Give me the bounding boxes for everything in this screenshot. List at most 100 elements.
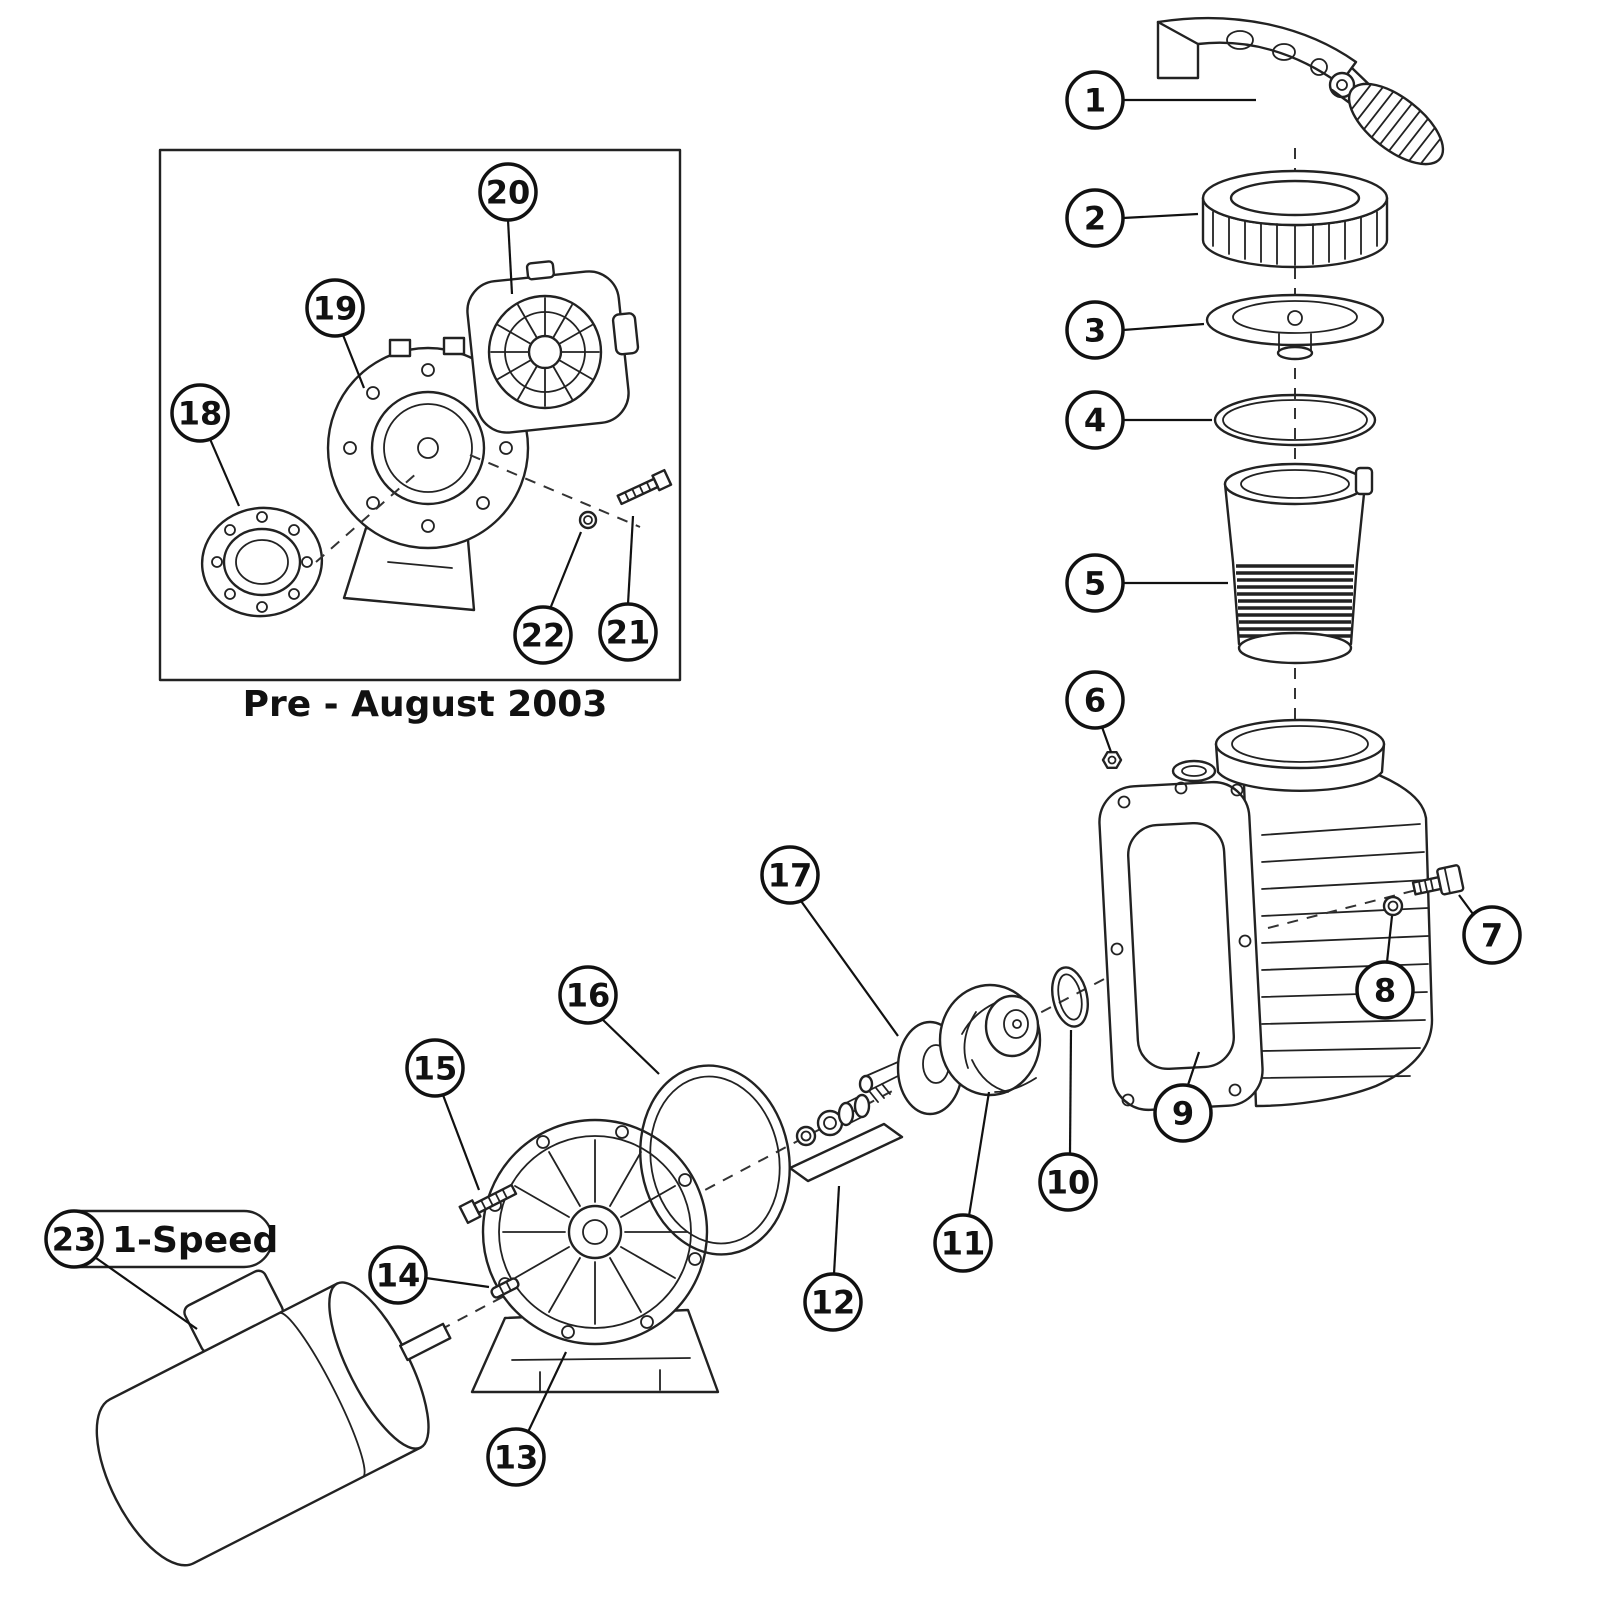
- callout-circle-4: [1065, 390, 1125, 450]
- callout-number-15: 15: [413, 1050, 458, 1088]
- callout-leader-17: [800, 900, 899, 1037]
- callout-leader-23: [95, 1257, 198, 1330]
- callout-leader-2: [1122, 212, 1199, 220]
- callout-18: 18: [170, 383, 241, 507]
- inset-label: Pre - August 2003: [243, 684, 608, 725]
- part-18-flange-pre2003: [200, 506, 324, 618]
- callout-number-9: 9: [1172, 1095, 1194, 1133]
- callout-number-3: 3: [1084, 312, 1106, 350]
- part-1-clamp-handle: [1156, 16, 1445, 166]
- callout-circle-3: [1065, 300, 1125, 360]
- part-2-lock-ring: [1201, 169, 1389, 269]
- callout-11: 11: [933, 1091, 993, 1273]
- callout-20: 20: [478, 162, 538, 295]
- callout-number-13: 13: [494, 1439, 539, 1477]
- callout-leader-18: [208, 438, 241, 507]
- callout-23: 23: [44, 1209, 198, 1330]
- callout-number-14: 14: [376, 1257, 421, 1295]
- callout-9: 9: [1153, 1051, 1213, 1143]
- part-4-lid-oring: [1213, 393, 1377, 447]
- callout-number-7: 7: [1481, 917, 1503, 955]
- callout-16: 16: [558, 965, 660, 1075]
- callout-12: 12: [803, 1185, 863, 1332]
- callout-17: 17: [760, 845, 899, 1037]
- callout-number-10: 10: [1046, 1164, 1091, 1202]
- callout-number-6: 6: [1084, 682, 1106, 720]
- part-7-drain-plug: [1411, 864, 1465, 896]
- callout-leader-10: [1068, 1029, 1073, 1155]
- callout-circle-14: [368, 1245, 428, 1305]
- callout-6: 6: [1065, 670, 1125, 753]
- callout-number-17: 17: [768, 857, 813, 895]
- callout-circle-7: [1462, 905, 1522, 965]
- callout-14: 14: [368, 1245, 490, 1305]
- callout-19: 19: [305, 278, 366, 389]
- callout-number-11: 11: [941, 1225, 986, 1263]
- callout-leader-19: [341, 334, 366, 389]
- callout-3: 3: [1065, 300, 1205, 360]
- callout-leader-20: [506, 219, 514, 295]
- plug-axis-line: [1267, 885, 1433, 929]
- part-14-key: [490, 1277, 520, 1299]
- callout-4: 4: [1065, 390, 1212, 450]
- callout-leader-21: [626, 515, 635, 605]
- part-22-washer-pre2003: [578, 510, 598, 530]
- callout-number-12: 12: [811, 1284, 856, 1322]
- callout-circle-17: [760, 845, 820, 905]
- callout-number-18: 18: [178, 395, 223, 433]
- callout-circle-2: [1065, 188, 1125, 248]
- callout-1: 1: [1065, 70, 1256, 130]
- part-15-bolt: [458, 1183, 518, 1225]
- callout-leader-7: [1458, 894, 1474, 915]
- callout-number-2: 2: [1084, 200, 1106, 238]
- callout-circle-12: [803, 1272, 863, 1332]
- callout-number-8: 8: [1374, 972, 1396, 1010]
- callout-leader-3: [1122, 322, 1205, 332]
- callout-21: 21: [598, 515, 658, 662]
- callout-leader-13: [527, 1351, 567, 1433]
- callout-number-1: 1: [1084, 82, 1106, 120]
- callout-7: 7: [1458, 894, 1522, 965]
- callout-leader-11: [967, 1091, 991, 1217]
- callout-leader-6: [1100, 726, 1113, 753]
- part-16-gasket: [639, 1064, 791, 1256]
- part-10-oring: [1051, 966, 1089, 1028]
- callout-number-5: 5: [1084, 565, 1106, 603]
- part-3-lid: [1205, 293, 1385, 361]
- callout-circle-19: [305, 278, 365, 338]
- callout-leader-14: [425, 1276, 490, 1289]
- speed-label: 1-Speed: [112, 1220, 278, 1261]
- callout-leader-12: [832, 1185, 841, 1275]
- callout-circle-21: [598, 602, 658, 662]
- callout-leader-22: [548, 531, 583, 610]
- part-23-motor: [95, 1269, 452, 1567]
- callout-circle-20: [478, 162, 538, 222]
- callout-circle-18: [170, 383, 230, 443]
- callout-circle-22: [513, 605, 573, 665]
- callout-number-16: 16: [566, 977, 611, 1015]
- callout-circle-8: [1355, 960, 1415, 1020]
- callout-8: 8: [1355, 915, 1415, 1020]
- callout-circle-16: [558, 965, 618, 1025]
- part-11-impeller: [938, 983, 1042, 1097]
- callout-circle-6: [1065, 670, 1125, 730]
- callout-number-19: 19: [313, 290, 358, 328]
- callout-number-20: 20: [486, 174, 531, 212]
- callout-15: 15: [405, 1038, 481, 1191]
- callout-circle-10: [1038, 1152, 1098, 1212]
- callout-10: 10: [1038, 1029, 1098, 1212]
- callout-22: 22: [513, 531, 583, 665]
- inset-axis-lines: [315, 454, 641, 563]
- callout-circle-5: [1065, 553, 1125, 613]
- part-5-strainer-basket: [1223, 462, 1374, 665]
- callout-leader-8: [1385, 915, 1394, 963]
- callout-leader-9: [1186, 1051, 1201, 1086]
- callout-circle-1: [1065, 70, 1125, 130]
- callout-number-21: 21: [606, 614, 651, 652]
- callout-circle-9: [1153, 1083, 1213, 1143]
- part-12-shaft-seal: [788, 1083, 904, 1183]
- part-6-nut: [1101, 751, 1123, 769]
